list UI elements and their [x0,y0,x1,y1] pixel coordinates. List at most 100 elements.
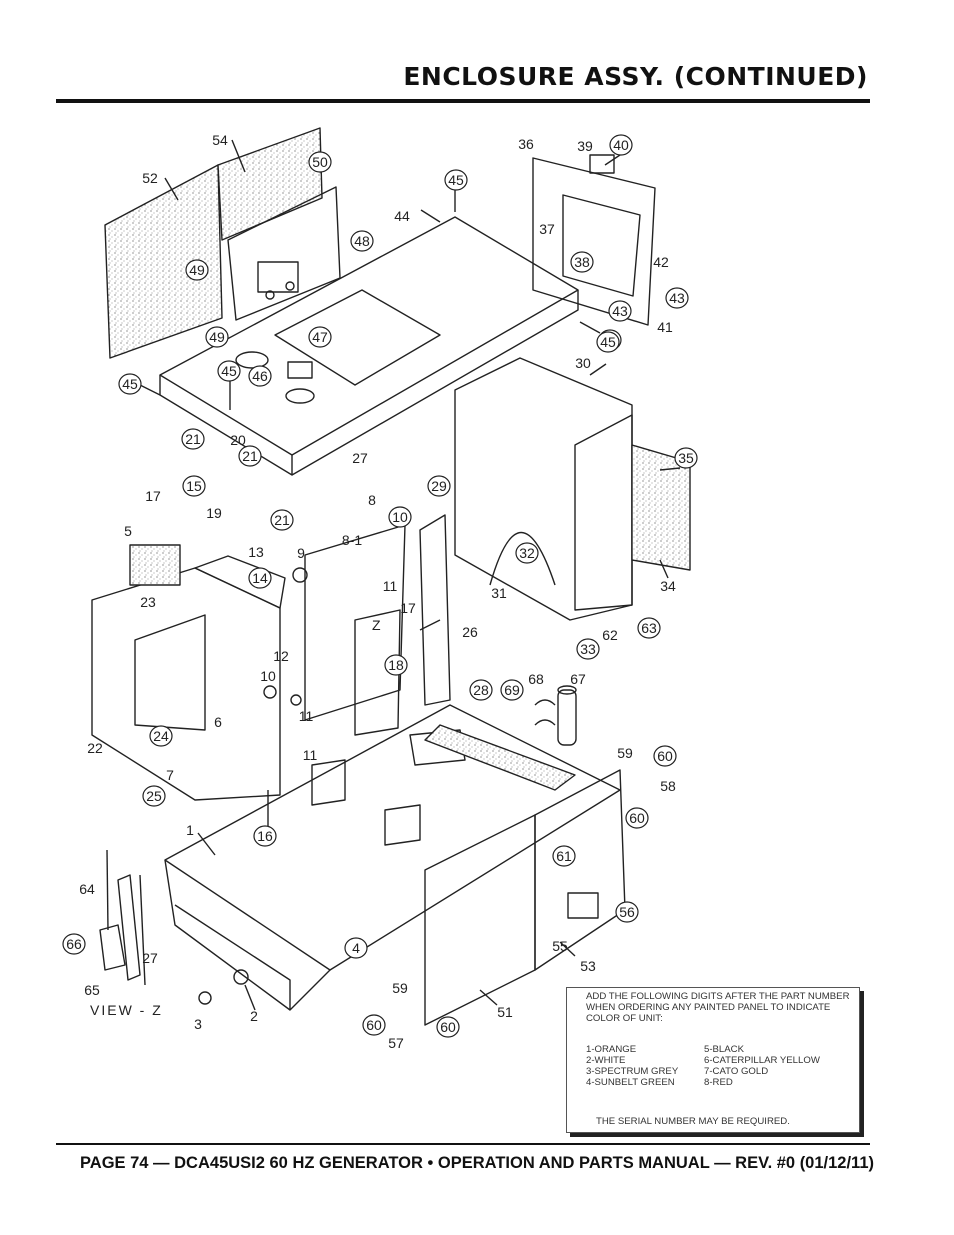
callout-circled: 35 [674,447,698,469]
callout-label: 40 [613,137,629,153]
callout-label: 45 [448,172,464,188]
callout-label: 18 [388,657,404,673]
bulkhead-8 [304,524,406,721]
callout-circled: 47 [308,326,332,348]
callout-label: 27 [352,450,368,466]
callout-label: 58 [660,778,676,794]
callout-circled: 60 [625,807,649,829]
door-51 [424,814,536,1026]
callout-circled: 60 [362,1014,386,1036]
callout-label: 32 [519,545,535,561]
callout-label: 11 [383,578,398,594]
callout-label: 67 [570,671,586,687]
callout-circled: 25 [142,785,166,807]
callout-circled: 49 [205,326,229,348]
callout-circled: 66 [62,933,86,955]
page-title: ENCLOSURE ASSY. (CONTINUED) [403,62,868,91]
callout-circled: 32 [515,542,539,564]
callout-label: 10 [392,509,408,525]
callout-label: 13 [248,544,264,560]
color-item: 2-WHITE [586,1055,626,1066]
callout-label: 9 [297,545,305,561]
callout-circled: 33 [576,638,600,660]
callout-label: 37 [539,221,555,237]
callout-circled: 45 [217,360,241,382]
color-item: 4-SUNBELT GREEN [586,1077,675,1088]
callout-circled: 45 [596,331,620,353]
page-footer: PAGE 74 — DCA45USI2 60 HZ GENERATOR • OP… [80,1154,874,1172]
callout-label: 12 [273,648,289,664]
callout-label: 31 [491,585,507,601]
callout-circled: 21 [181,428,205,450]
callout-label: 68 [528,671,544,687]
callout-label: 55 [552,938,568,954]
callout-label: 42 [653,254,669,270]
callout-circled: 21 [238,445,262,467]
marker-z: Z [372,617,381,633]
callout-circled: 29 [427,475,451,497]
callout-label: 59 [392,980,408,996]
side-panel-22 [91,567,281,801]
rear-housing-30 [454,357,633,621]
callout-circled: 38 [570,251,594,273]
callout-circled: 43 [608,300,632,322]
callout-label: 69 [504,682,520,698]
callout-label: 8 [368,492,376,508]
callout-label: 57 [388,1035,404,1051]
callout-label: 36 [518,136,534,152]
callout-label: 26 [462,624,478,640]
callout-label: 63 [641,620,657,636]
callout-label: 2 [250,1008,258,1024]
callout-label: 44 [394,208,410,224]
callout-circled: 40 [609,134,633,156]
callout-label: 60 [657,748,673,764]
callout-label: 61 [556,848,572,864]
view-z-label: VIEW - Z [90,1002,163,1018]
callout-label: 64 [79,881,95,897]
callout-circled: 14 [248,567,272,589]
callout-label: 3 [194,1016,202,1032]
callout-circled: 50 [308,151,332,173]
callout-label: 15 [186,478,202,494]
callout-circled: 16 [253,825,277,847]
callout-label: 49 [189,262,205,278]
callout-circled: 63 [637,617,661,639]
callout-label: 59 [617,745,633,761]
color-item: 6-CATERPILLAR YELLOW [704,1055,820,1066]
callout-label: 24 [153,728,169,744]
callout-label: 62 [602,627,618,643]
callout-circled: 69 [500,679,524,701]
callout-label: 29 [431,478,447,494]
callout-label: 8-1 [342,532,362,548]
callout-circled: 49 [185,259,209,281]
callout-label: 60 [629,810,645,826]
callout-label: 45 [600,334,616,350]
callout-label: 30 [575,355,591,371]
callout-label: 28 [473,682,489,698]
callout-circled: 48 [350,230,374,252]
callout-circled: 10 [388,506,412,528]
callout-label: 65 [84,982,100,998]
footer-rule [56,1143,870,1145]
callout-circled: 21 [270,509,294,531]
callout-label: 43 [612,303,628,319]
callout-circled: 56 [615,901,639,923]
color-item: 1-ORANGE [586,1044,637,1055]
callout-label: 54 [212,132,228,148]
callout-label: 38 [574,254,590,270]
callout-circled: 18 [384,654,408,676]
callout-label: 50 [312,154,328,170]
callout-label: 7 [166,767,174,783]
callout-label: 11 [303,747,318,763]
callout-label: 41 [657,319,673,335]
callout-label: 51 [497,1004,513,1020]
serial-note: THE SERIAL NUMBER MAY BE REQUIRED. [596,1116,790,1127]
callout-label: 21 [274,512,290,528]
callout-label: 11 [299,708,314,724]
callout-circled: 4 [344,937,368,959]
callout-label: 34 [660,578,676,594]
panel-54 [217,127,323,241]
callout-label: 25 [146,788,162,804]
callout-label: 48 [354,233,370,249]
